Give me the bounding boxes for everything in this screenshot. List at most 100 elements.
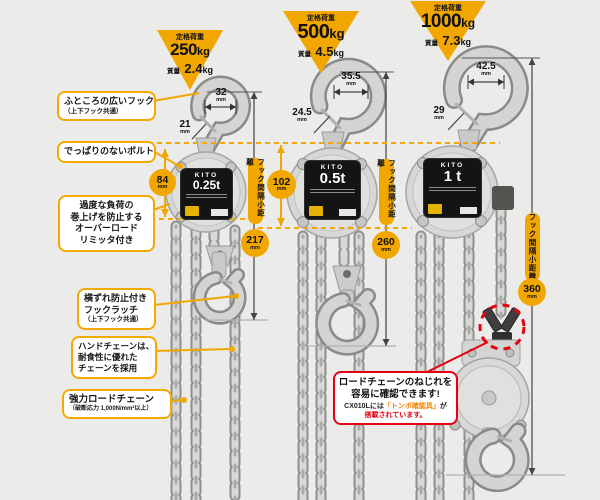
plate-detail-line [429, 186, 476, 188]
dim-hook-gap-hoist1: 21 mm [172, 120, 198, 136]
callout-note: （上下フック共通） [64, 107, 123, 115]
dim-hook-gap-hoist3: 29 mm [425, 106, 453, 122]
warning-sticker [185, 206, 199, 216]
spec-triangle-hoist1: 定格荷重 250kg 質量 2.4kg [137, 30, 243, 94]
warning-sticker [428, 204, 442, 214]
spec-sticker [211, 209, 228, 216]
tonbo-highlight: 「トンボ確認具」 [383, 402, 440, 410]
twist-checker-callout: ロードチェーンのねじれを 容易に確認できます! CX010Lには「トンボ確認具」… [333, 371, 458, 425]
callout-wide-hook: ふところの広いフック （上下フック共通） [57, 91, 156, 121]
callout-text: ふところの広いフック [64, 96, 155, 106]
bottom-block-hoist3 [448, 307, 530, 493]
dim-unit: mm [527, 293, 537, 300]
dim-value: 24.5 [292, 107, 312, 118]
callout-text: ハンドチェーンは、 [78, 341, 155, 351]
dim-unit: mm [381, 246, 391, 253]
dim-circle-body-height-hoist2: 102 mm [267, 170, 296, 199]
dim-value: 29 [433, 105, 445, 116]
dim-value: 42.5 [476, 61, 496, 72]
brand-logo: KITO [440, 162, 465, 169]
dim-unit: mm [216, 97, 226, 103]
rated-load-value: 1000kg [420, 11, 476, 33]
dim-value: 35.5 [341, 71, 361, 82]
nameplate-0.25t: KITO 0.25t [181, 169, 232, 219]
dim-hook-opening-hoist2: 35.5 mm [333, 72, 369, 88]
callout-hook-latch: 横ずれ防止付き フックラッチ （上下フック共通） [77, 288, 156, 330]
dim-circle-hook-span-hoist1: 217 mm [241, 229, 269, 257]
callout-text: でっぱりのないボルト [64, 146, 155, 156]
dim-value: 360 [523, 283, 541, 295]
brand-logo: KITO [194, 172, 219, 179]
dim-unit: mm [481, 71, 491, 77]
brand-logo: KITO [320, 164, 345, 171]
plate-detail-line [186, 196, 227, 198]
dim-unit: mm [250, 244, 260, 251]
capacity-label: 0.5t [319, 170, 346, 187]
spec-sticker [460, 207, 477, 214]
detail-line1: ロードチェーンのねじれを [338, 377, 453, 388]
dim-unit: mm [180, 129, 190, 135]
dim-circle-hook-span-hoist3: 360 mm [518, 278, 546, 306]
hand-chain-hoist2 [297, 230, 365, 500]
callout-text: リミッタ付き [79, 235, 134, 246]
warning-sticker [309, 206, 323, 216]
plate-detail-line [310, 191, 355, 193]
spec-triangle-hoist3: 定格荷重 1000kg 質量 7.3kg [395, 1, 501, 65]
mass-value: 質量 7.3kg [424, 33, 472, 49]
top-hook-hoist3 [442, 45, 529, 155]
callout-load-chain: 強力ロードチェーン （破断応力 1,000N/mm²以上） [62, 389, 172, 419]
rated-load-value: 250kg [170, 40, 210, 60]
hook-span-label-hoist2: フック間隔小距離 [377, 159, 397, 225]
hook-span-label-hoist1: フック間隔小距離 [246, 158, 266, 224]
dim-unit: mm [157, 184, 168, 190]
dim-unit: mm [276, 186, 287, 192]
plate-detail-line [429, 189, 476, 191]
dim-value: 260 [377, 236, 395, 248]
dim-value: 84 [156, 173, 169, 186]
twist-checker-highlight [426, 303, 526, 373]
dim-hook-gap-hoist2: 24.5 mm [286, 108, 318, 124]
mass-value: 質量 2.4kg [166, 61, 214, 77]
callout-text: 強力ロードチェーン [69, 394, 155, 405]
bottom-hook-hoist2 [315, 265, 380, 356]
mass-value: 質量 4.5kg [297, 44, 345, 60]
dim-hook-opening-hoist3: 42.5 mm [467, 62, 505, 78]
dim-value: 21 [179, 119, 191, 130]
callout-hand-chain: ハンドチェーンは、 耐食性に優れた チェーンを採用 [71, 336, 157, 380]
hand-chain-hoist1 [170, 220, 241, 500]
nameplate-0.5t: KITO 0.5t [305, 161, 360, 219]
callout-text: オーバーロード [75, 223, 138, 234]
dim-unit: mm [434, 115, 444, 121]
callout-text: チェーンを採用 [78, 363, 138, 374]
rated-load-label: 定格荷重 [434, 5, 462, 12]
hook-span-label-hoist3: フック間隔小距離 [525, 213, 540, 281]
detail-line2: 容易に確認できます! [351, 389, 440, 401]
spec-triangle-hoist2: 定格荷重 500kg 質量 4.5kg [268, 11, 374, 77]
dim-circle-body-height-hoist1: 84 mm [149, 169, 176, 196]
detail-line4: 搭載されています。 [364, 411, 427, 419]
dimension-annotations [148, 57, 565, 476]
top-hook-hoist2 [309, 57, 387, 159]
dim-value: 102 [272, 175, 291, 188]
capacity-label: 0.25t [192, 178, 221, 192]
dim-circle-hook-span-hoist2: 260 mm [372, 231, 400, 259]
dim-unit: mm [346, 81, 356, 87]
detail-line3: CX010Lには「トンボ確認具」が [344, 402, 447, 410]
dim-value: 217 [246, 234, 264, 246]
nameplate-1t: KITO 1 t [424, 159, 481, 217]
callout-overload-limiter: 過度な負荷の 巻上げを防止する オーバーロード リミッタ付き [58, 195, 155, 252]
dim-value: 32 [215, 87, 227, 98]
callout-text: 過度な負荷の [79, 200, 134, 210]
rated-load-value: 500kg [297, 21, 345, 44]
callout-text: 巻上げを防止する [70, 211, 143, 222]
dim-hook-opening-hoist1: 32 mm [204, 88, 238, 104]
dim-unit: mm [297, 117, 307, 123]
spec-sticker [339, 209, 356, 216]
callout-text: 耐食性に優れた [78, 352, 138, 363]
callout-text: 横ずれ防止付き [84, 293, 148, 303]
rated-load-label: 定格荷重 [176, 34, 204, 41]
bottom-hook-hoist1 [192, 245, 247, 325]
callout-text: フックラッチ [84, 304, 139, 315]
callout-note: （破断応力 1,000N/mm²以上） [69, 406, 153, 413]
